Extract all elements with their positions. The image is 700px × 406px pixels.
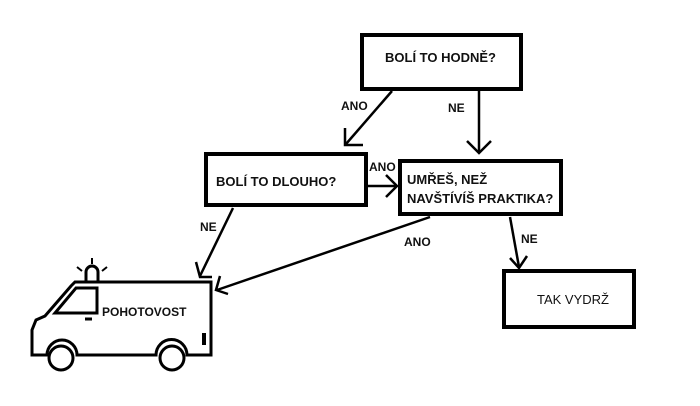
node-q3-text-line2: NAVŠTÍVÍŠ PRAKTIKA? [407, 191, 553, 206]
arrow-q2-yes [367, 174, 399, 198]
edge-q1-no-label: NE [448, 101, 465, 115]
edge-q1-yes-label: ANO [341, 99, 368, 113]
edge-q2-no-label: NE [200, 220, 217, 234]
edge-q3-yes-label: ANO [404, 235, 431, 249]
node-q3-box [398, 159, 563, 216]
arrow-q1-no [466, 91, 492, 155]
node-end-wait-text: TAK VYDRŽ [537, 292, 609, 307]
arrow-q3-no [508, 216, 529, 271]
edge-q3-no-label: NE [521, 232, 538, 246]
node-q3-text-line1: UMŘEŠ, NEŽ [407, 172, 487, 187]
arrow-q2-no [194, 207, 235, 279]
ambulance-icon [30, 258, 213, 372]
node-q1-text: BOLÍ TO HODNĚ? [385, 50, 496, 65]
node-end-ambulance-text: POHOTOVOST [102, 305, 187, 319]
arrow-q1-yes [343, 90, 393, 147]
node-end-wait-box [502, 269, 636, 329]
node-q1-box [360, 33, 523, 91]
node-q2-text: BOLÍ TO DLOUHO? [216, 174, 336, 189]
arrow-q3-yes [214, 215, 431, 296]
edge-q2-yes-label: ANO [369, 160, 396, 174]
node-q2-box [204, 152, 368, 207]
